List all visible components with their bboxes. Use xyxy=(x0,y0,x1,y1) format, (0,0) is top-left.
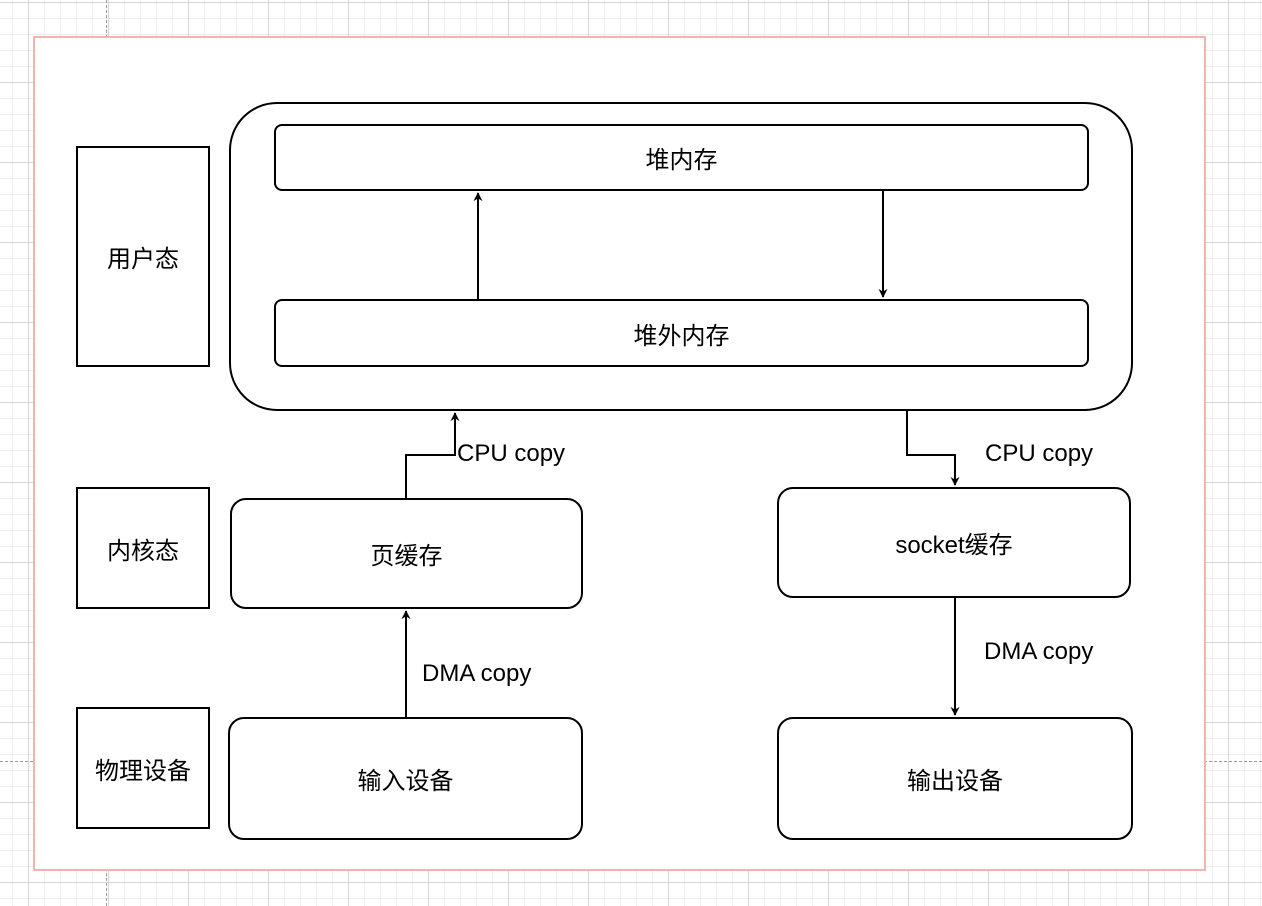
heap-memory-node[interactable]: 堆内存 xyxy=(274,124,1089,191)
edge-page-cache-to-user xyxy=(405,412,460,498)
page-cache-label: 页缓存 xyxy=(370,543,443,570)
layer-label-device-text: 物理设备 xyxy=(95,757,191,785)
layer-label-user[interactable]: 用户态 xyxy=(76,146,210,367)
layer-label-kernel[interactable]: 内核态 xyxy=(76,487,210,609)
edge-label-cpu-copy-right: CPU copy xyxy=(985,440,1094,467)
layer-label-user-text: 用户态 xyxy=(107,246,179,273)
edge-label-dma-copy-left: DMA copy xyxy=(422,660,532,687)
socket-cache-label: socket缓存 xyxy=(895,532,1013,559)
input-device-node[interactable]: 输入设备 xyxy=(228,717,583,840)
heap-memory-label: 堆内存 xyxy=(645,147,718,174)
output-device-label: 输出设备 xyxy=(907,768,1003,795)
edge-label-cpu-copy-left: CPU copy xyxy=(457,440,566,467)
offheap-memory-label: 堆外内存 xyxy=(633,322,730,350)
input-device-label: 输入设备 xyxy=(357,768,454,795)
offheap-memory-node[interactable]: 堆外内存 xyxy=(274,299,1089,367)
socket-cache-node[interactable]: socket缓存 xyxy=(777,487,1131,598)
edge-user-to-socket-cache xyxy=(906,411,960,486)
output-device-node[interactable]: 输出设备 xyxy=(777,717,1133,840)
edge-label-dma-copy-right: DMA copy xyxy=(984,638,1094,665)
page-cache-node[interactable]: 页缓存 xyxy=(230,498,583,609)
layer-label-device[interactable]: 物理设备 xyxy=(76,707,210,829)
layer-label-kernel-text: 内核态 xyxy=(107,537,179,565)
